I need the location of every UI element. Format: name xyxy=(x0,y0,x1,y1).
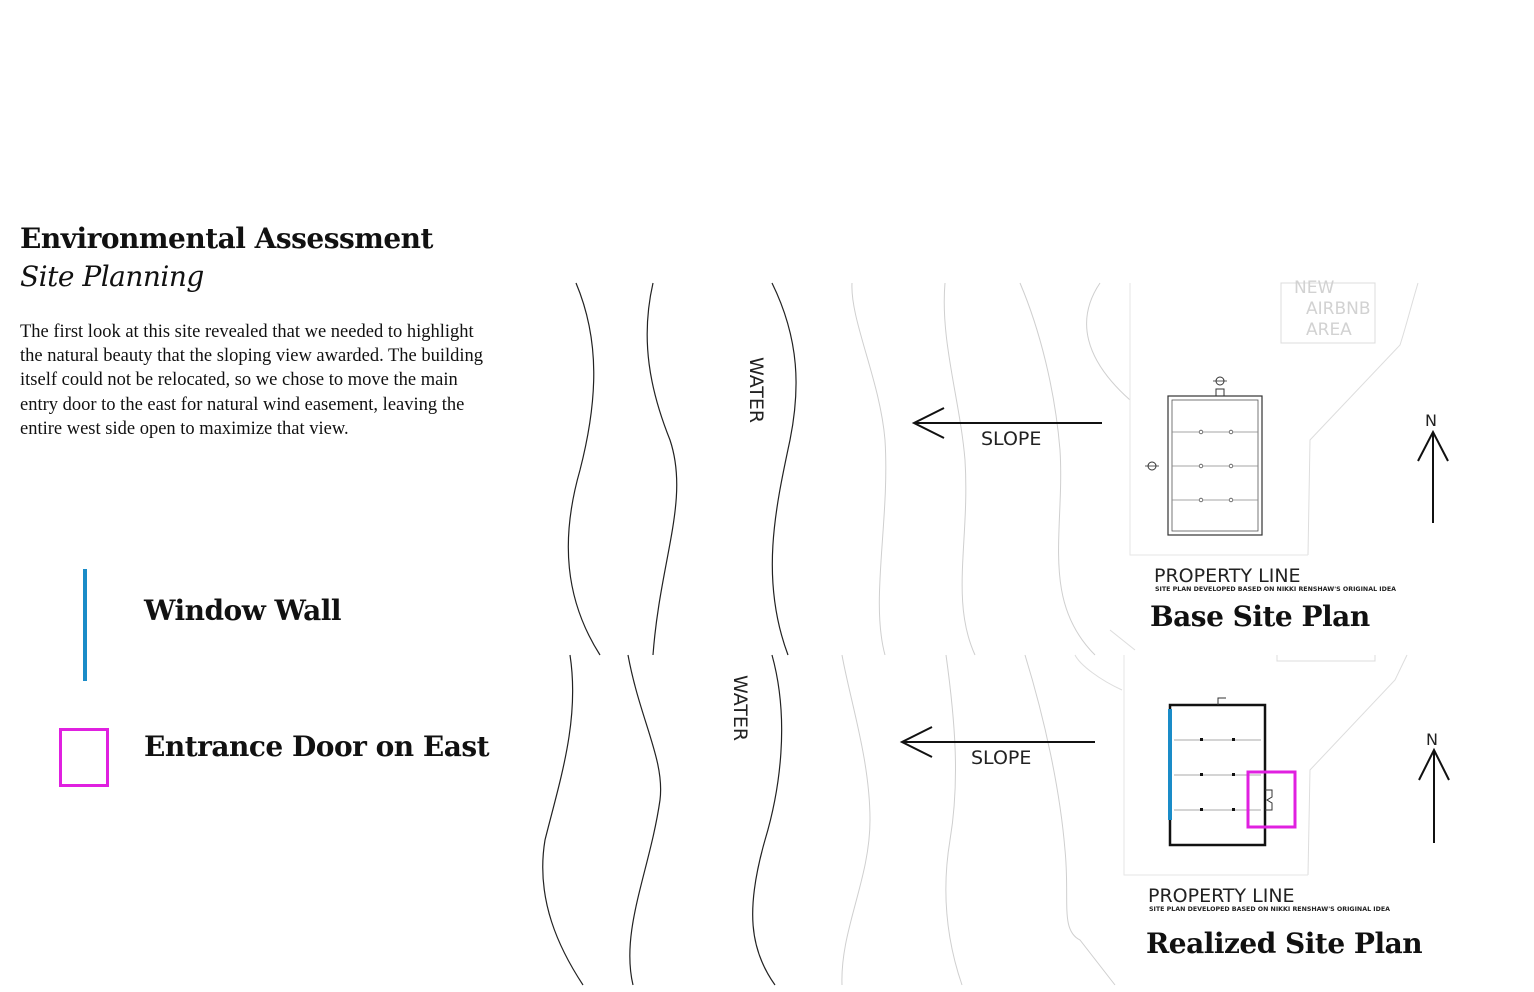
base-property-line-label: PROPERTY LINE xyxy=(1154,565,1301,587)
realized-site-plan xyxy=(542,654,1450,986)
terrain-contour xyxy=(1307,654,1408,876)
realized-north-label: N xyxy=(1426,730,1438,749)
terrain-contour xyxy=(945,654,963,986)
base-site-plan-label: Base Site Plan xyxy=(1150,600,1370,633)
entrance-door-marker xyxy=(1246,770,1297,829)
legend-entrance-door-label: Entrance Door on East xyxy=(144,730,490,763)
window-wall-swatch xyxy=(83,569,87,681)
new-airbnb-area-box xyxy=(1280,282,1376,344)
terrain-contour xyxy=(1024,654,1116,986)
realized-property-line-label: PROPERTY LINE xyxy=(1148,885,1295,907)
building-outline xyxy=(1167,395,1263,536)
water-contour xyxy=(567,282,601,656)
page-subtitle: Site Planning xyxy=(20,260,204,293)
new-area-label-1: NEW xyxy=(1294,278,1334,298)
base-credit-text: SITE PLAN DEVELOPED BASED ON NIKKI RENSH… xyxy=(1155,586,1396,593)
realized-slope-label: SLOPE xyxy=(971,747,1031,769)
base-north-label: N xyxy=(1425,411,1437,430)
base-water-label: WATER xyxy=(745,357,767,423)
terrain-contour xyxy=(1019,282,1096,656)
property-boundary xyxy=(1129,283,1308,556)
terrain-contour xyxy=(841,654,871,986)
water-contour xyxy=(771,282,797,656)
terrain-contour xyxy=(851,282,887,656)
description-text: The first look at this site revealed tha… xyxy=(20,322,484,439)
water-contour xyxy=(542,654,584,986)
page-title: Environmental Assessment xyxy=(20,222,433,255)
legend-window-wall-label: Window Wall xyxy=(144,594,341,627)
base-site-plan-text: WATER SLOPE N NEW AIRBNB AREA PROPERTY L… xyxy=(745,278,1437,633)
realized-site-plan-label: Realized Site Plan xyxy=(1146,927,1422,960)
water-contour xyxy=(646,282,678,656)
new-area-label-2: AIRBNB xyxy=(1306,299,1371,319)
terrain-contour xyxy=(1086,282,1131,401)
base-slope-label: SLOPE xyxy=(981,428,1041,450)
base-site-plan xyxy=(567,282,1449,656)
realized-site-plan-text: WATER SLOPE N PROPERTY LINE SITE PLAN DE… xyxy=(729,675,1438,960)
new-area-label-3: AREA xyxy=(1306,320,1352,340)
realized-water-label: WATER xyxy=(729,675,751,741)
property-boundary xyxy=(1123,655,1308,876)
entrance-door-swatch xyxy=(59,728,109,787)
realized-credit-text: SITE PLAN DEVELOPED BASED ON NIKKI RENSH… xyxy=(1149,906,1390,913)
terrain-contour xyxy=(943,282,976,656)
water-contour xyxy=(752,654,783,986)
terrain-contour xyxy=(1307,282,1419,556)
water-contour xyxy=(627,654,662,986)
